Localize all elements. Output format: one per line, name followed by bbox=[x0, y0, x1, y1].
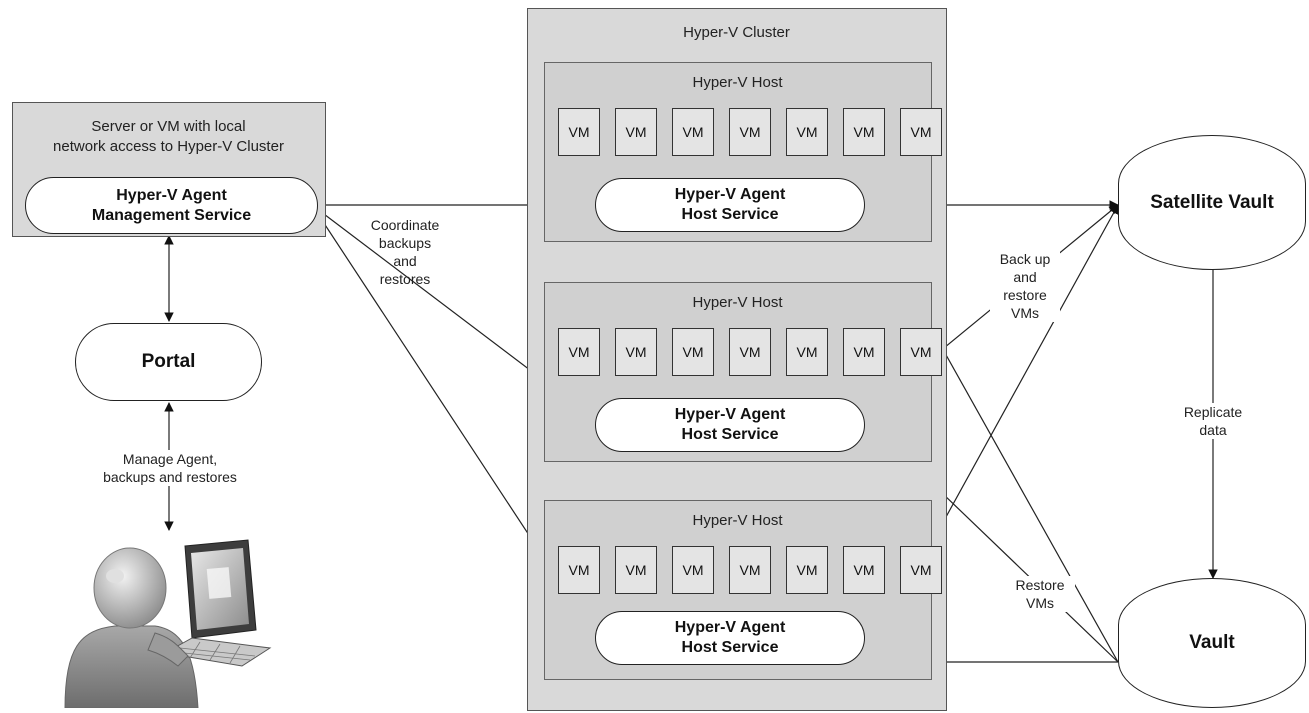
cluster-title: Hyper-V Cluster bbox=[683, 24, 790, 41]
vault[interactable]: Vault bbox=[1118, 578, 1306, 708]
label-line: Coordinate bbox=[370, 217, 440, 233]
satellite-vault[interactable]: Satellite Vault bbox=[1118, 135, 1306, 270]
portal[interactable]: Portal bbox=[75, 323, 262, 401]
vm-box[interactable]: VM bbox=[672, 328, 714, 376]
management-service-line1: Hyper-V Agent bbox=[116, 186, 227, 204]
label-line: Back up bbox=[999, 251, 1051, 267]
vm-box[interactable]: VM bbox=[729, 108, 771, 156]
host-service-line2: Host Service bbox=[681, 206, 779, 223]
label-line: restore bbox=[1003, 287, 1047, 303]
hyper-v-host-2: Hyper-V Host VM VM VM VM VM VM VM Hyper-… bbox=[544, 282, 942, 462]
vm-box[interactable]: VM bbox=[672, 108, 714, 156]
label-line: Manage Agent, bbox=[122, 451, 218, 467]
label-manage: Manage Agent, backups and restores bbox=[90, 450, 250, 486]
vm-box[interactable]: VM bbox=[786, 546, 828, 594]
host-service[interactable]: Hyper-V Agent Host Service bbox=[595, 398, 865, 452]
host-service-line2: Host Service bbox=[681, 639, 779, 656]
satellite-vault-label: Satellite Vault bbox=[1150, 191, 1274, 213]
host-title: Hyper-V Host bbox=[692, 74, 783, 91]
server-caption-line2: network access to Hyper-V Cluster bbox=[53, 138, 284, 155]
host-title: Hyper-V Host bbox=[692, 294, 783, 311]
hyper-v-host-1: Hyper-V Host VM VM VM VM VM VM VM Hyper-… bbox=[544, 62, 942, 242]
vm-box[interactable]: VM bbox=[558, 328, 600, 376]
label-coordinate: Coordinate backups and restores bbox=[360, 216, 450, 288]
portal-label: Portal bbox=[141, 351, 196, 372]
management-service-line2: Management Service bbox=[91, 206, 252, 224]
label-line: and bbox=[393, 253, 417, 269]
vm-box[interactable]: VM bbox=[900, 108, 942, 156]
label-line: data bbox=[1199, 422, 1227, 438]
vm-box[interactable]: VM bbox=[615, 328, 657, 376]
vm-box[interactable]: VM bbox=[615, 108, 657, 156]
label-line: backups bbox=[378, 235, 432, 251]
vm-box[interactable]: VM bbox=[843, 546, 885, 594]
label-line: and bbox=[1013, 269, 1037, 285]
hyper-v-host-3: Hyper-V Host VM VM VM VM VM VM VM Hyper-… bbox=[544, 500, 942, 680]
vm-box[interactable]: VM bbox=[900, 328, 942, 376]
management-service[interactable]: Hyper-V Agent Management Service bbox=[25, 177, 318, 234]
label-line: restores bbox=[379, 271, 431, 287]
vm-box[interactable]: VM bbox=[900, 546, 942, 594]
host-service-line2: Host Service bbox=[681, 426, 779, 443]
vm-box[interactable]: VM bbox=[786, 108, 828, 156]
host-title: Hyper-V Host bbox=[692, 512, 783, 529]
vm-box[interactable]: VM bbox=[558, 546, 600, 594]
host-service[interactable]: Hyper-V Agent Host Service bbox=[595, 611, 865, 665]
vm-row: VM VM VM VM VM VM VM bbox=[558, 546, 942, 594]
label-line: Replicate bbox=[1183, 404, 1243, 420]
vm-row: VM VM VM VM VM VM VM bbox=[558, 108, 942, 156]
vm-box[interactable]: VM bbox=[672, 546, 714, 594]
vm-box[interactable]: VM bbox=[729, 546, 771, 594]
vault-label: Vault bbox=[1189, 632, 1235, 653]
label-line: VMs bbox=[1026, 595, 1054, 611]
label-line: backups and restores bbox=[103, 469, 237, 485]
host-service-line1: Hyper-V Agent bbox=[674, 406, 786, 423]
vm-box[interactable]: VM bbox=[843, 328, 885, 376]
vm-box[interactable]: VM bbox=[843, 108, 885, 156]
server-region: Server or VM with local network access t… bbox=[12, 102, 326, 237]
host-service[interactable]: Hyper-V Agent Host Service bbox=[595, 178, 865, 232]
label-line: Restore bbox=[1015, 577, 1065, 593]
label-line: VMs bbox=[1011, 305, 1039, 321]
vm-row: VM VM VM VM VM VM VM bbox=[558, 328, 942, 376]
host-service-line1: Hyper-V Agent bbox=[674, 619, 786, 636]
server-caption-line1: Server or VM with local bbox=[91, 118, 246, 135]
user-at-laptop-icon bbox=[64, 539, 272, 708]
vm-box[interactable]: VM bbox=[615, 546, 657, 594]
label-replicate: Replicate data bbox=[1173, 403, 1253, 439]
server-caption: Server or VM with local network access t… bbox=[13, 117, 324, 157]
host-service-line1: Hyper-V Agent bbox=[674, 186, 786, 203]
vm-box[interactable]: VM bbox=[786, 328, 828, 376]
label-backup-restore: Back up and restore VMs bbox=[990, 250, 1060, 322]
vm-box[interactable]: VM bbox=[729, 328, 771, 376]
vm-box[interactable]: VM bbox=[558, 108, 600, 156]
label-restore: Restore VMs bbox=[1005, 576, 1075, 612]
